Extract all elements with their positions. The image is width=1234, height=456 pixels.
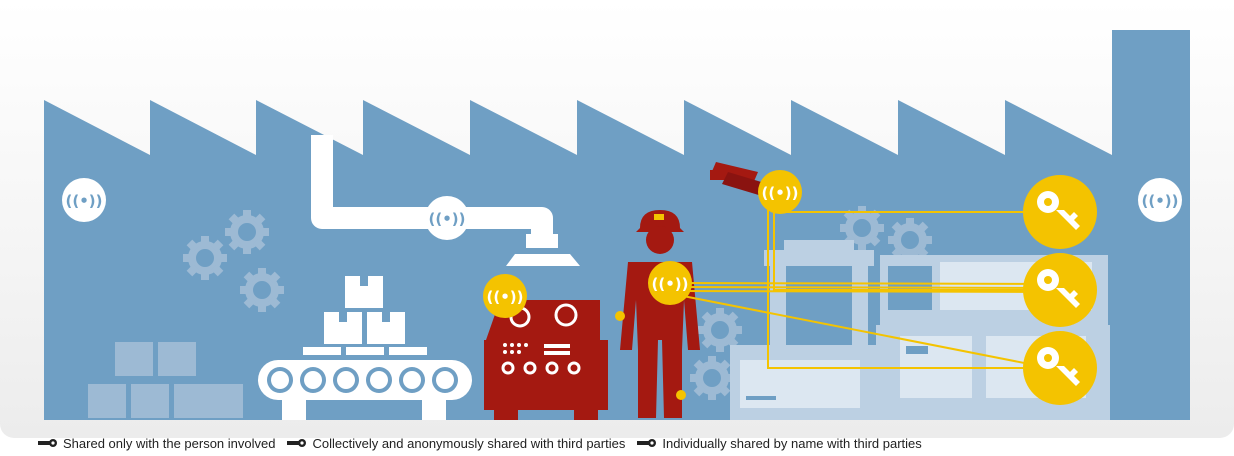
control-console [484, 300, 608, 420]
key-icon [1023, 253, 1097, 327]
legend-label: Shared only with the person involved [63, 435, 276, 451]
key-icon [1023, 331, 1097, 405]
legend-label: Individually shared by name with third p… [662, 435, 922, 451]
wifi-icon: ((•)) [648, 261, 692, 305]
svg-text:((•)): ((•)) [428, 210, 465, 228]
svg-text:((•)): ((•)) [65, 192, 102, 210]
wifi-icon: ((•)) [425, 196, 469, 240]
wifi-icon: ((•)) [758, 170, 802, 214]
background-boxes [88, 342, 243, 418]
key-icon [637, 439, 657, 447]
package-stack [303, 276, 427, 355]
factory-diagram: ((•)) ((•)) ((•)) ((•)) ((•)) ((•)) [44, 30, 1190, 420]
conveyor-belt [258, 360, 472, 420]
pipe-nozzle [506, 234, 580, 266]
key-icon [1023, 175, 1097, 249]
legend-item-individual: Individually shared by name with third p… [637, 435, 922, 451]
wifi-icon: ((•)) [1138, 178, 1182, 222]
legend-item-collective: Collectively and anonymously shared with… [287, 436, 625, 451]
svg-text:((•)): ((•)) [1141, 192, 1178, 210]
legend-label: Collectively and anonymously shared with… [312, 435, 626, 451]
svg-text:((•)): ((•)) [486, 288, 523, 306]
key-icon [287, 439, 307, 447]
svg-text:((•)): ((•)) [761, 184, 798, 202]
wifi-icon: ((•)) [62, 178, 106, 222]
security-camera [710, 162, 768, 196]
svg-text:((•)): ((•)) [651, 275, 688, 293]
wifi-icon: ((•)) [483, 274, 527, 318]
legend-item-person: Shared only with the person involved [38, 436, 275, 451]
key-icon [38, 439, 57, 447]
legend: Shared only with the person involved Col… [38, 433, 928, 453]
